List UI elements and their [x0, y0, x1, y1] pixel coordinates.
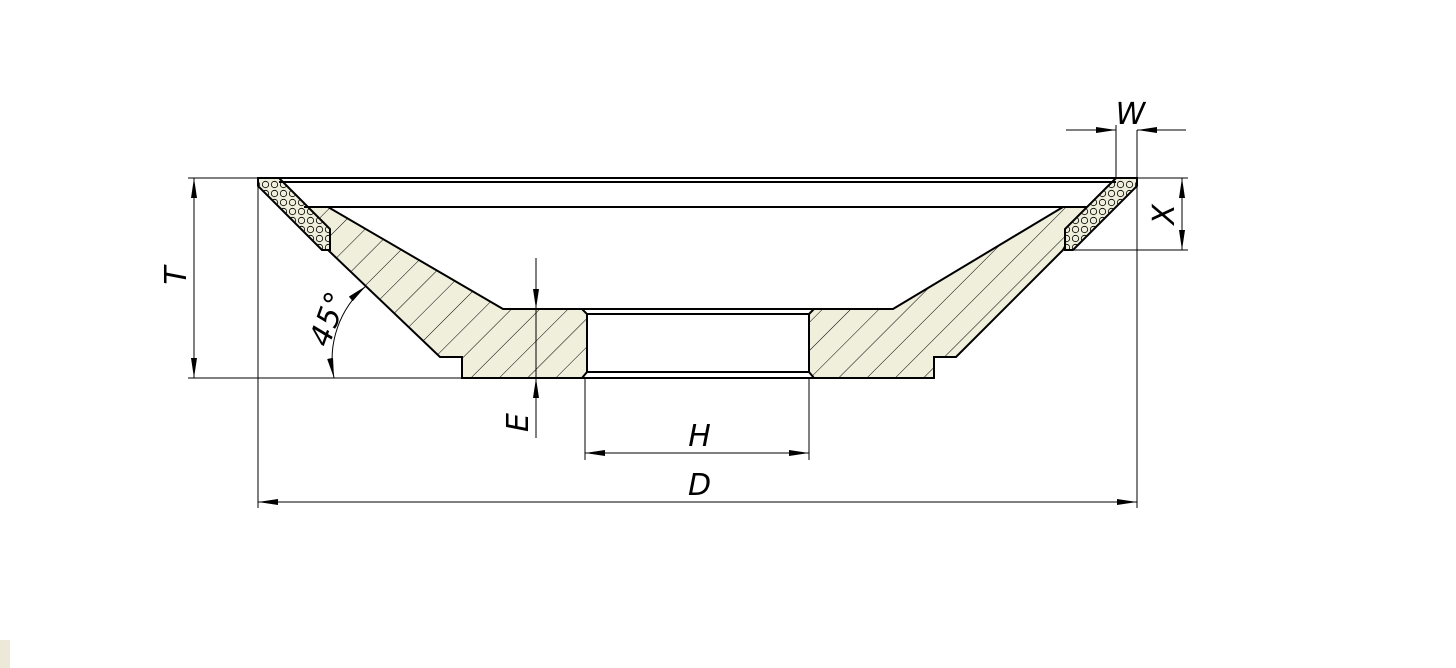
x-label: X — [1147, 203, 1182, 227]
corner-swatch — [0, 640, 10, 668]
angle-arc — [327, 285, 367, 379]
d-label: D — [688, 468, 712, 503]
e-label: E — [501, 412, 536, 432]
left-body-section — [302, 206, 588, 379]
t-label: T — [159, 264, 194, 285]
w-label: W — [1116, 97, 1147, 132]
angle-label: 45° — [303, 286, 355, 351]
right-body-section — [808, 206, 1089, 379]
center-bore — [586, 313, 810, 373]
h-label: H — [688, 419, 712, 454]
